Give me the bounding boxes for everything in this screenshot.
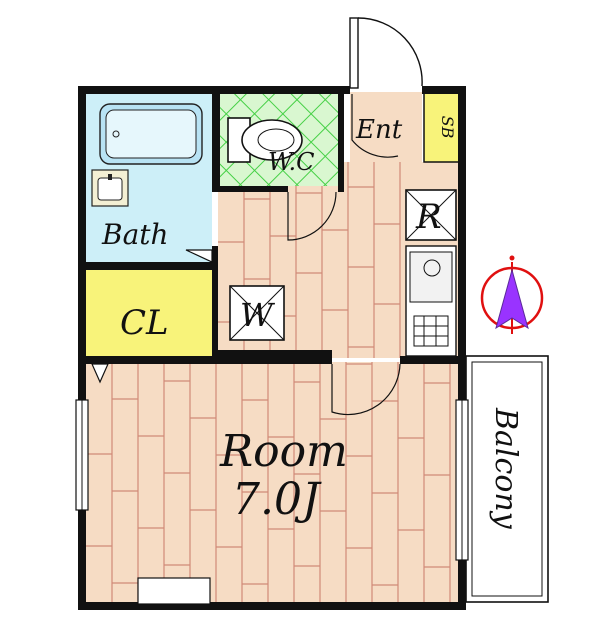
wc-label: W.C: [268, 148, 314, 176]
stove-icon: [405, 245, 457, 357]
window-right: [455, 399, 469, 561]
shoe-box: SB: [423, 91, 461, 163]
bathtub-icon: [99, 103, 203, 165]
bath-label: Bath: [101, 218, 169, 251]
window-left: [75, 399, 89, 511]
fridge-icon: R: [405, 189, 457, 241]
walls: [78, 86, 466, 610]
balcony-label: Balcony: [488, 407, 523, 530]
sink-icon: [91, 169, 129, 207]
wc-area: W.C: [220, 94, 342, 186]
balcony-area: Balcony: [465, 355, 549, 603]
washer-icon: W: [229, 285, 285, 341]
bottom-vent: [137, 577, 211, 605]
shoe-box-label: SB: [438, 116, 457, 139]
bath-area: Bath: [86, 92, 212, 262]
interior-doors: [91, 94, 401, 416]
closet-area: CL: [86, 270, 212, 356]
room-label: Room: [219, 426, 348, 477]
washer-label: W: [240, 296, 276, 334]
entrance-door: [349, 17, 423, 89]
closet-label: CL: [120, 303, 169, 343]
fridge-label: R: [415, 197, 442, 237]
toilet-icon: [227, 117, 303, 163]
compass-icon: [480, 255, 544, 334]
room-size-label: 7.0J: [232, 474, 322, 525]
entrance-label: Ent: [355, 115, 403, 145]
